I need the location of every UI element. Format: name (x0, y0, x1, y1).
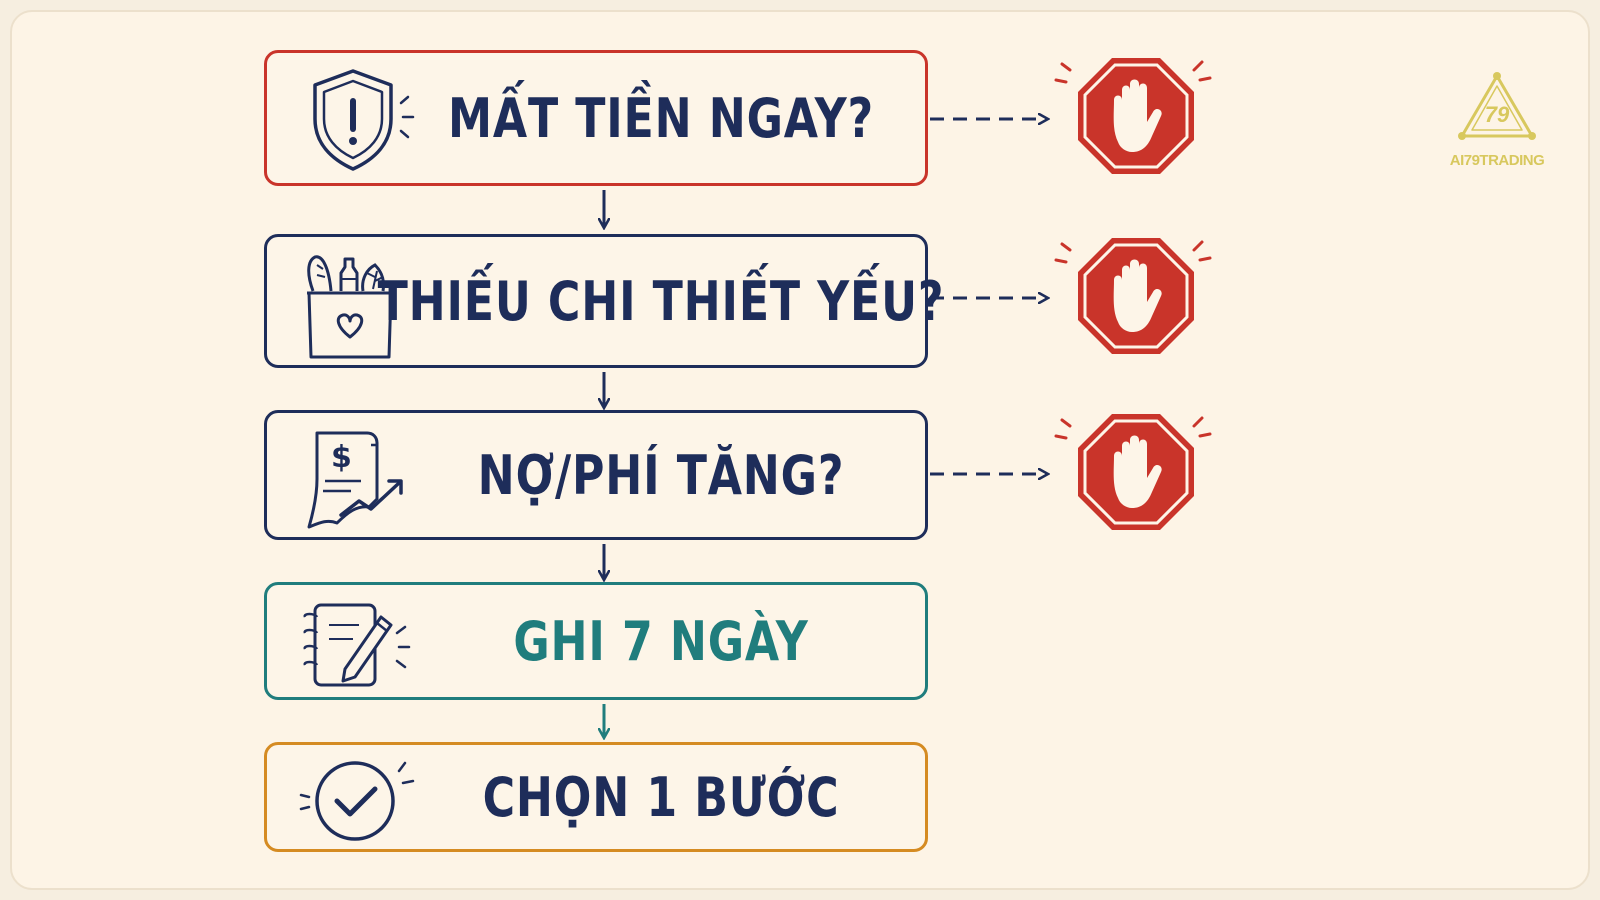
grocery-bag-icon (307, 255, 393, 359)
logo-mark: 79 (1485, 102, 1510, 127)
stop-hand-icon (1054, 58, 1212, 174)
logo-text: AI79TRADING (1449, 152, 1545, 169)
check-circle-icon (299, 761, 415, 841)
step-box-debt-fees-rising: $ NỢ/PHÍ TĂNG? (264, 410, 928, 540)
brand-logo: 79 AI79TRADING (1432, 70, 1562, 180)
rising-bill-icon: $ (307, 431, 403, 529)
stop-hand-icon (1054, 414, 1212, 530)
step-label-debt-fees-rising: NỢ/PHÍ TĂNG? (477, 443, 845, 507)
step-label-log-7-days: GHI 7 NGÀY (513, 609, 809, 673)
step-box-log-7-days: GHI 7 NGÀY (264, 582, 928, 700)
step-label-choose-1-step: CHỌN 1 BƯỚC (482, 765, 840, 829)
step-box-lose-money: MẤT TIỀN NGAY? (264, 50, 928, 186)
svg-text:$: $ (331, 440, 352, 475)
notebook-pencil-icon (303, 603, 411, 687)
step-box-choose-1-step: CHỌN 1 BƯỚC (264, 742, 928, 852)
logo-triangle-icon: 79 (1458, 72, 1536, 140)
stop-hand-icon (1054, 238, 1212, 354)
step-label-lose-money: MẤT TIỀN NGAY? (447, 86, 875, 150)
step-label-missing-essentials: THIẾU CHI THIẾT YẾU? (377, 269, 945, 333)
step-box-missing-essentials: THIẾU CHI THIẾT YẾU? (264, 234, 945, 368)
connectors (12, 12, 1590, 890)
canvas-frame: MẤT TIỀN NGAY? THIẾU CHI THIẾT YẾU? $ NỢ… (10, 10, 1590, 890)
shield-warning-icon (313, 69, 415, 171)
